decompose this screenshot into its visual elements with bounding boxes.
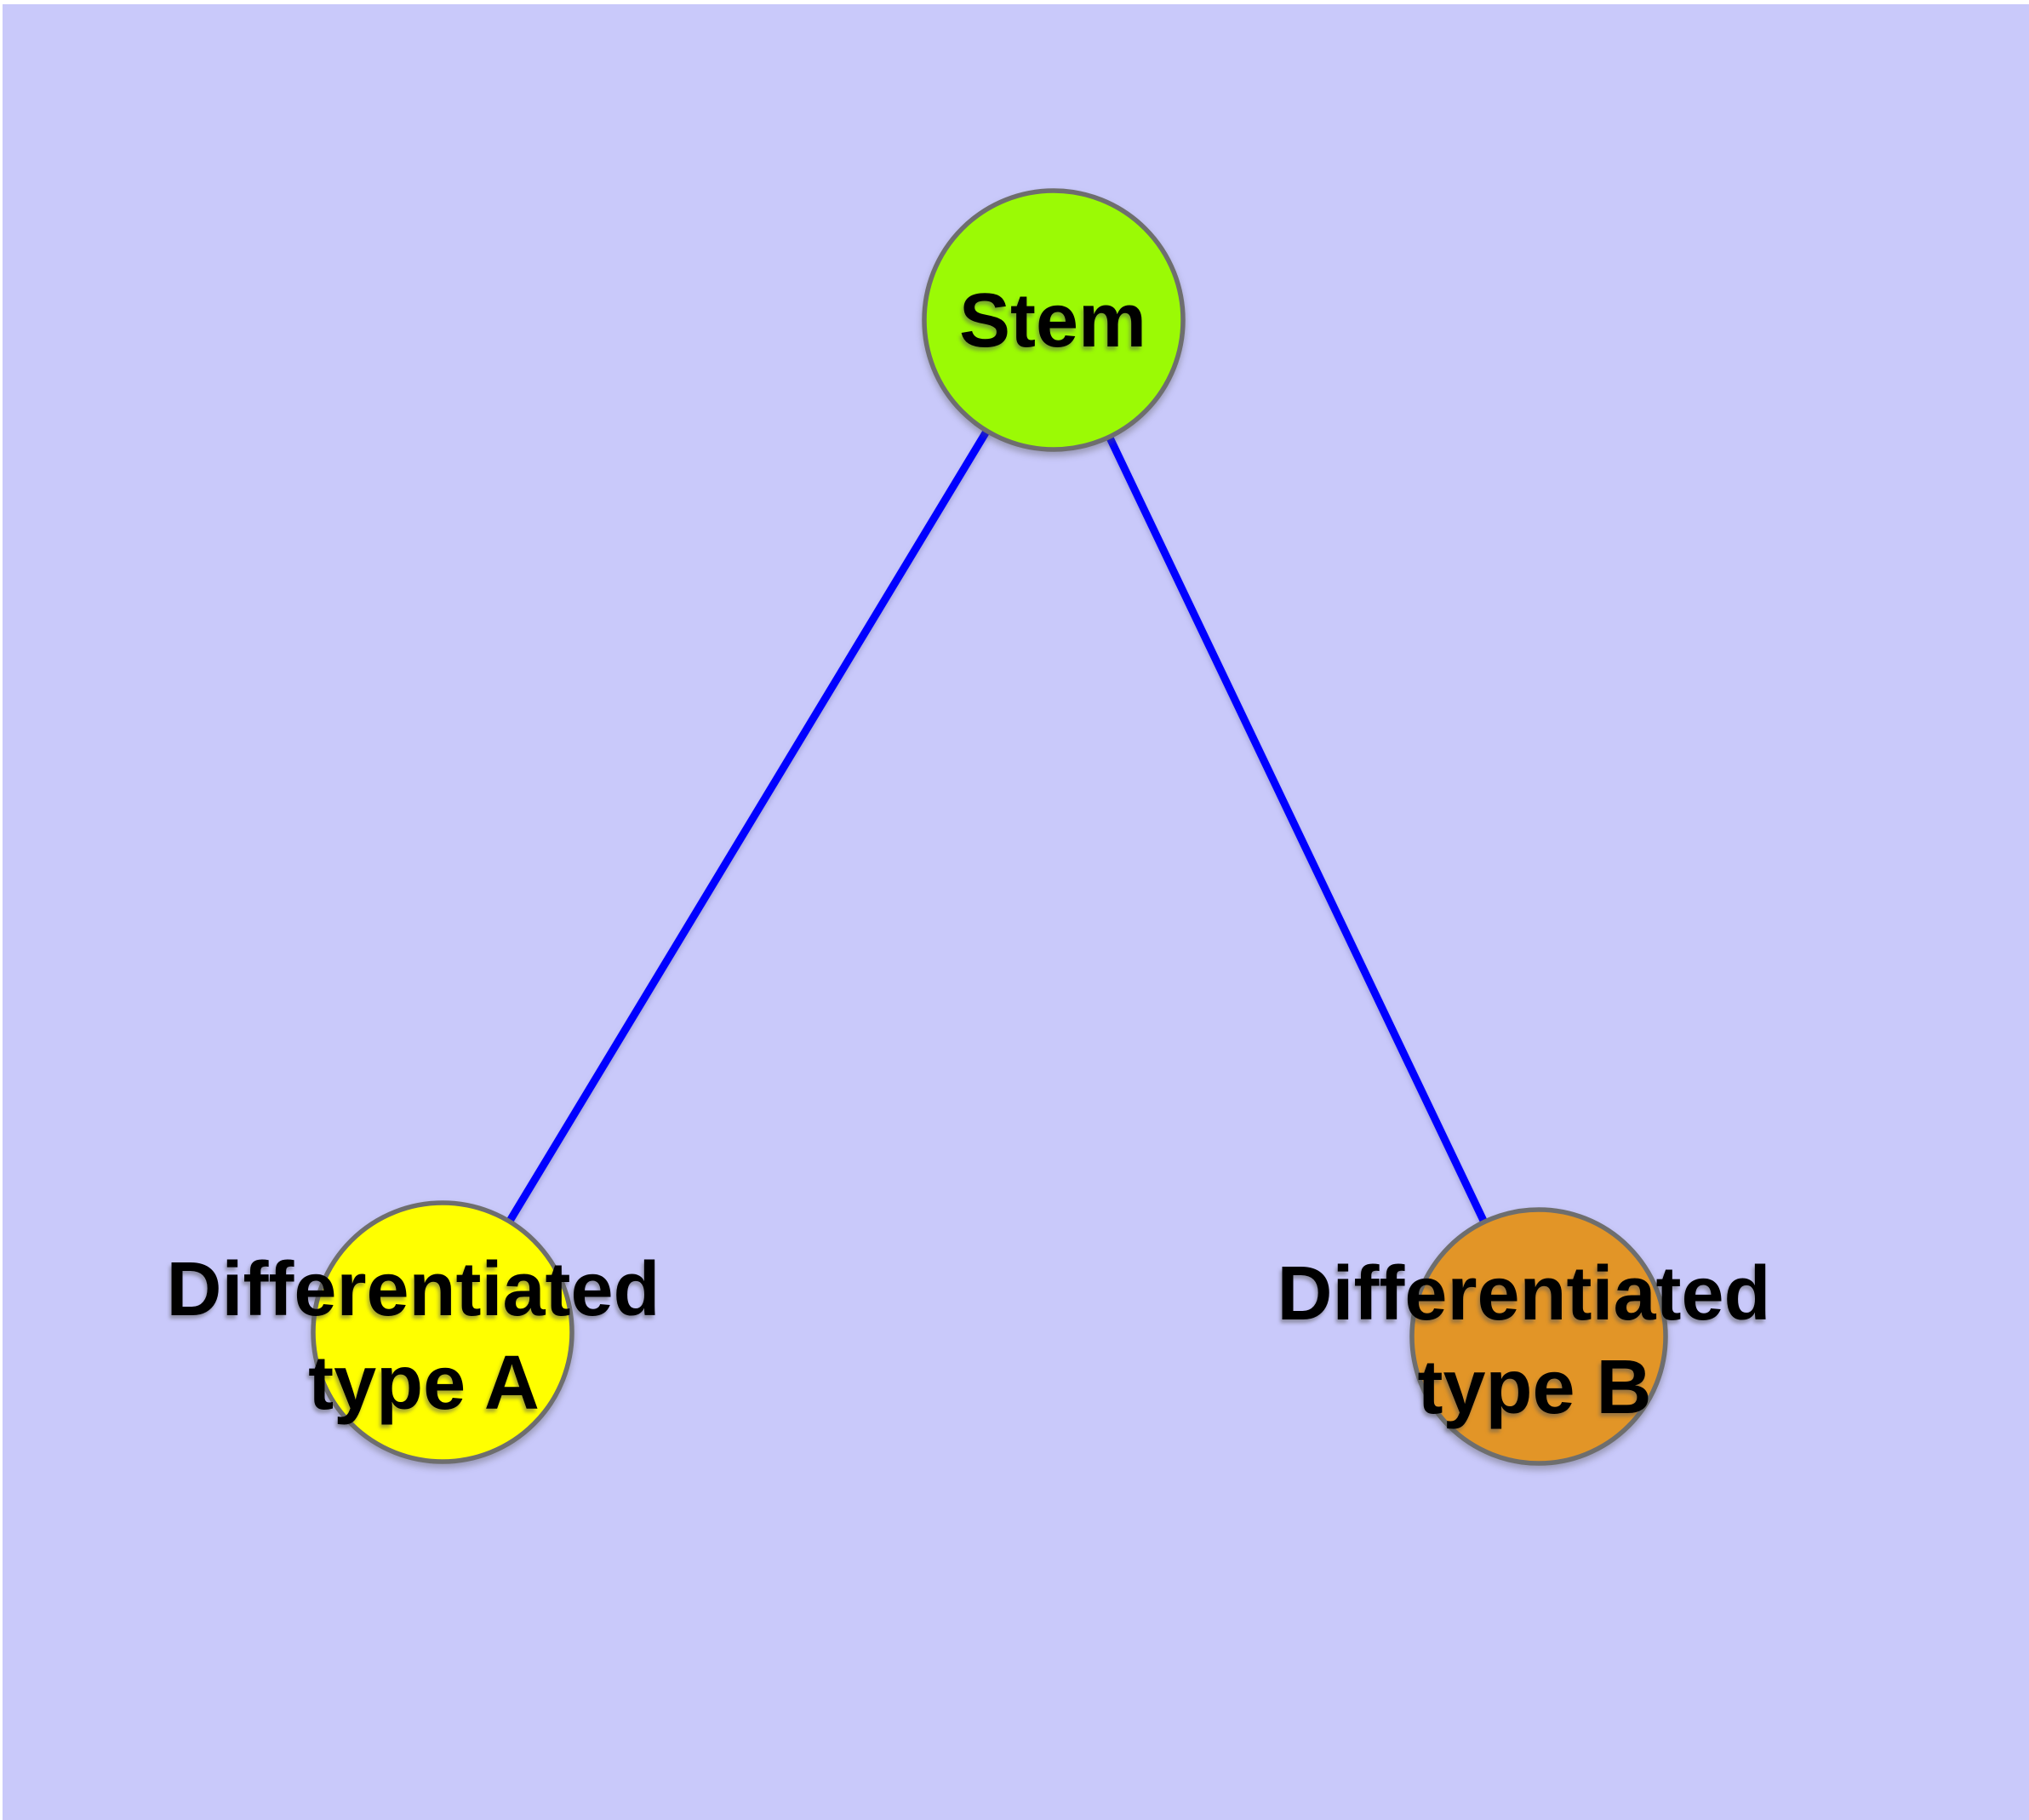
node-stem[interactable] — [922, 188, 1186, 452]
node-type-b-label-line1: Differentiated — [1277, 1251, 1770, 1336]
edge-layer — [439, 318, 1543, 1338]
edge-stem-to-type-a — [439, 318, 1057, 1335]
node-type-b-label: Differentiated type B — [1277, 1226, 1792, 1430]
node-type-b-label-line2: type B — [1417, 1345, 1651, 1430]
node-type-a-label-line1: Differentiated — [166, 1247, 660, 1332]
node-differentiated-type-a[interactable] — [311, 1200, 574, 1464]
node-differentiated-type-b[interactable] — [1409, 1207, 1668, 1466]
edge-stem-to-type-b — [1049, 318, 1543, 1338]
node-type-a-label-line2: type A — [308, 1341, 540, 1426]
node-stem-label-line: Stem — [959, 278, 1146, 363]
node-stem-label: Stem — [959, 278, 1146, 363]
node-layer — [311, 188, 1668, 1466]
node-type-a-label: Differentiated type A — [166, 1222, 681, 1426]
label-layer: Stem Differentiated type A Differentiate… — [166, 278, 1792, 1430]
